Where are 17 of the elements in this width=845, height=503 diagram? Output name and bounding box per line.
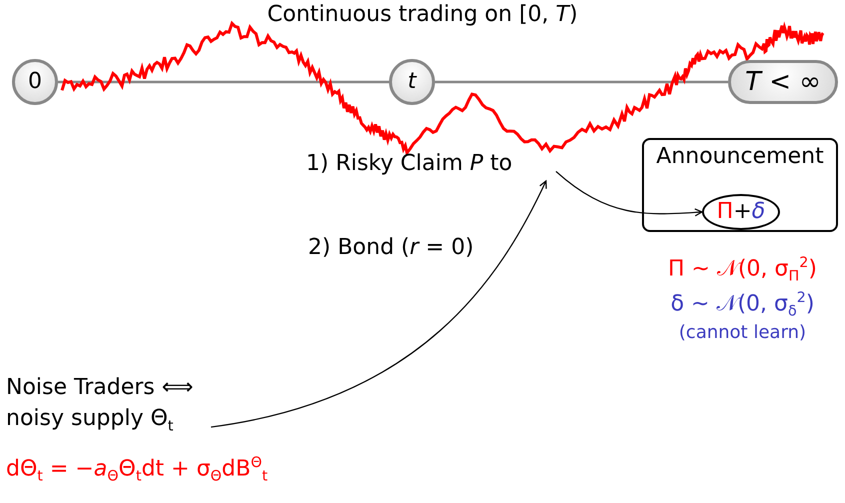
title: Continuous trading on [0, T) (266, 2, 579, 27)
arrow (210, 180, 547, 428)
box-heading: Announcement (655, 143, 825, 171)
signal-ellipse: Π+δ (702, 194, 780, 230)
time-node: t (389, 59, 435, 105)
formula-label: Π ∼ 𝒩(0, σ$_{Π}$$^{2}$) (667, 255, 818, 285)
note-label: (cannot learn) (678, 322, 808, 343)
text-label: Noise Traders ⟺ noisy supply Θ$_{t}$ (6, 372, 211, 436)
time-node: T < ∞ (728, 60, 838, 104)
timeline (58, 80, 389, 84)
text-label: 1) Risky Claim P to (306, 149, 556, 181)
arrow (556, 170, 703, 216)
text-label: 2) Bond (r = 0) (308, 235, 475, 260)
formula-label: δ ∼ 𝒩(0, σ$_{δ}$$^{2}$) (670, 290, 816, 320)
timeline (435, 80, 728, 84)
announcement-box (642, 138, 838, 232)
time-node: 0 (12, 59, 58, 105)
